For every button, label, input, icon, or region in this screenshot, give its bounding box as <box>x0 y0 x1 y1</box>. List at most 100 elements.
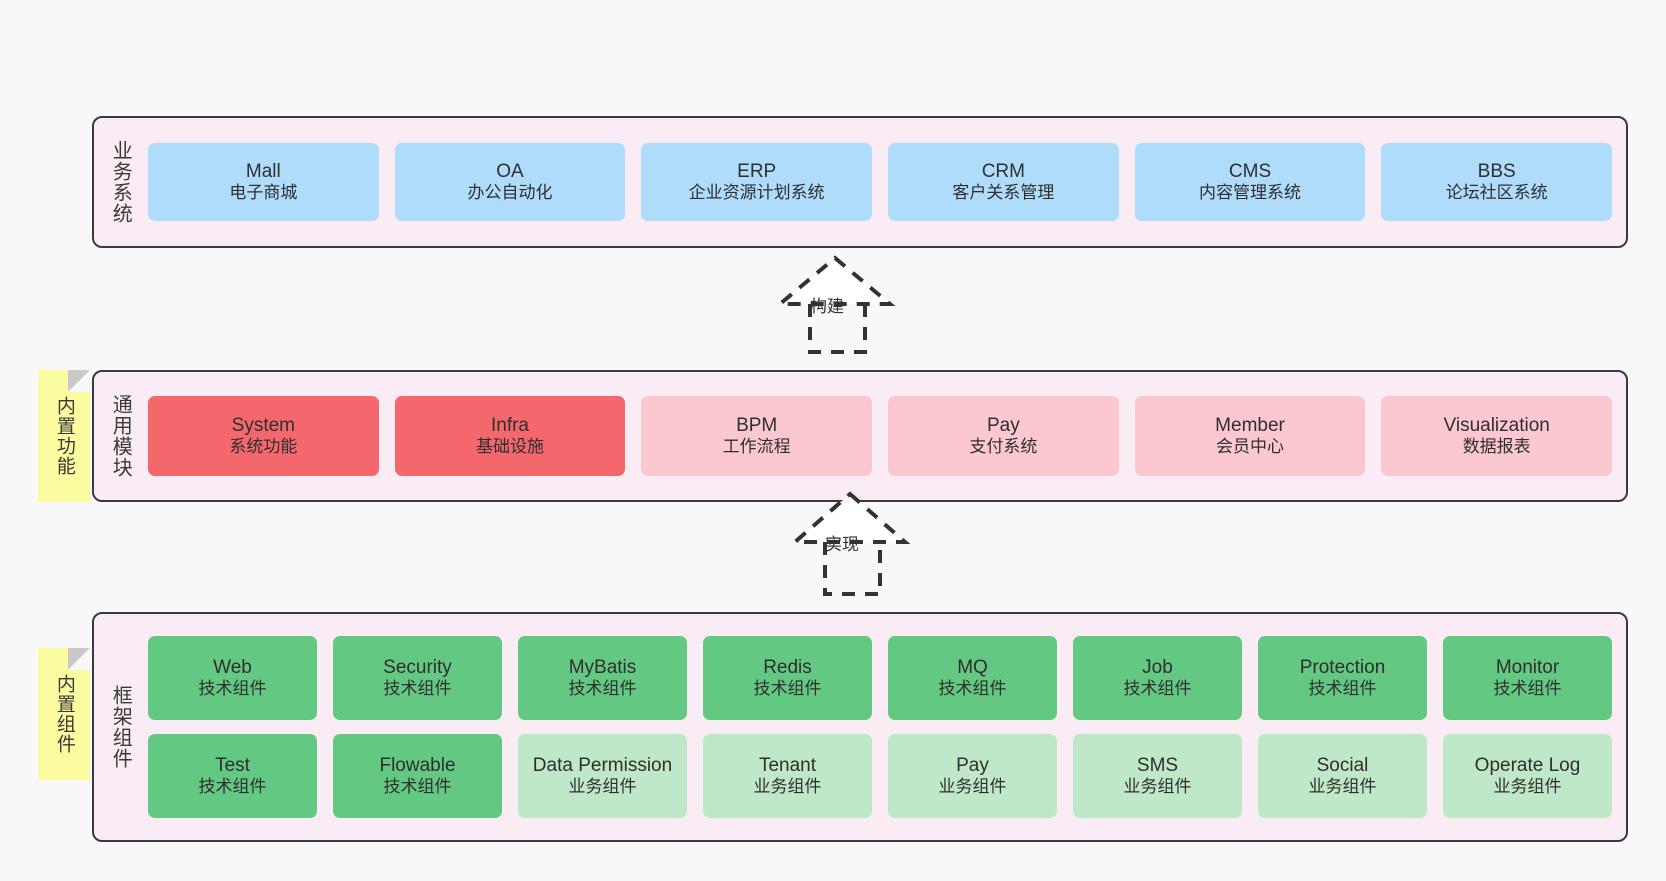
card-sms[interactable]: SMS 业务组件 <box>1073 734 1242 818</box>
card-subtitle: 业务组件 <box>1308 777 1377 797</box>
framework-cards-area: Web 技术组件 Security 技术组件 MyBatis 技术组件 Redi… <box>138 614 1626 840</box>
card-subtitle: 支付系统 <box>969 437 1038 457</box>
card-title: OA <box>496 161 524 183</box>
card-erp[interactable]: ERP 企业资源计划系统 <box>641 143 873 221</box>
note-builtin-components-label: 内置组件 <box>53 674 75 754</box>
card-subtitle: 会员中心 <box>1216 437 1285 457</box>
generalization-arrow-icon <box>774 255 896 354</box>
card-title: BBS <box>1477 161 1516 183</box>
card-pay-module[interactable]: Pay 支付系统 <box>888 396 1119 476</box>
card-cms[interactable]: CMS 内容管理系统 <box>1134 143 1366 221</box>
card-title: CRM <box>981 161 1025 183</box>
card-title: Test <box>215 755 250 777</box>
card-title: Tenant <box>758 755 817 777</box>
card-subtitle: 技术组件 <box>198 679 267 699</box>
card-subtitle: 技术组件 <box>753 679 822 699</box>
card-system[interactable]: System 系统功能 <box>148 396 379 476</box>
card-title: Redis <box>763 657 812 679</box>
connector-implement-label: 实现 <box>825 535 859 554</box>
connector-implement: 实现 <box>755 486 945 614</box>
card-mall[interactable]: Mall 电子商城 <box>148 143 379 221</box>
card-title: MQ <box>957 657 988 679</box>
card-operate-log[interactable]: Operate Log 业务组件 <box>1443 734 1612 818</box>
card-subtitle: 内容管理系统 <box>1199 183 1302 203</box>
card-subtitle: 技术组件 <box>383 777 452 797</box>
generalization-arrow-icon <box>789 491 911 596</box>
card-web[interactable]: Web 技术组件 <box>148 636 317 720</box>
layer-title-business: 业务系统 <box>109 140 132 224</box>
card-monitor[interactable]: Monitor 技术组件 <box>1443 636 1612 720</box>
card-crm[interactable]: CRM 客户关系管理 <box>888 143 1119 221</box>
framework-business-row: Test 技术组件 Flowable 技术组件 Data Permission … <box>148 734 1612 818</box>
card-title: Monitor <box>1495 657 1560 679</box>
business-cards-area: Mall 电子商城 OA 办公自动化 ERP 企业资源计划系统 CRM 客户关系… <box>138 118 1626 246</box>
card-subtitle: 技术组件 <box>568 679 637 699</box>
card-subtitle: 技术组件 <box>383 679 452 699</box>
card-infra[interactable]: Infra 基础设施 <box>394 396 626 476</box>
card-title: Social <box>1316 755 1369 777</box>
card-subtitle: 基础设施 <box>476 437 544 457</box>
card-title: System <box>231 415 296 437</box>
card-title: Mall <box>245 161 281 183</box>
card-title: Infra <box>490 415 530 437</box>
card-title: Job <box>1142 657 1173 679</box>
card-protection[interactable]: Protection 技术组件 <box>1258 636 1427 720</box>
layer-title-modules: 通用模块 <box>109 394 132 478</box>
card-title: SMS <box>1136 755 1179 777</box>
modules-cards-area: System 系统功能 Infra 基础设施 BPM 工作流程 Pay 支付系统… <box>138 372 1626 500</box>
layer-business-systems: 业务系统 Mall 电子商城 OA 办公自动化 ERP 企业资源计划系统 CRM… <box>92 116 1628 248</box>
connector-build-label: 构建 <box>810 297 844 316</box>
layer-common-modules: 通用模块 System 系统功能 Infra 基础设施 BPM 工作流程 Pay… <box>92 370 1628 502</box>
framework-tech-row: Web 技术组件 Security 技术组件 MyBatis 技术组件 Redi… <box>148 636 1612 720</box>
card-subtitle: 技术组件 <box>1123 679 1192 699</box>
card-tenant[interactable]: Tenant 业务组件 <box>703 734 872 818</box>
business-card-row: Mall 电子商城 OA 办公自动化 ERP 企业资源计划系统 CRM 客户关系… <box>148 143 1613 221</box>
card-flowable[interactable]: Flowable 技术组件 <box>333 734 502 818</box>
layer-framework-components: 框架组件 Web 技术组件 Security 技术组件 MyBatis 技术组件… <box>92 612 1628 842</box>
card-subtitle: 技术组件 <box>1493 679 1562 699</box>
card-subtitle: 业务组件 <box>568 777 637 797</box>
card-job[interactable]: Job 技术组件 <box>1073 636 1242 720</box>
card-pay-component[interactable]: Pay 业务组件 <box>888 734 1057 818</box>
card-title: ERP <box>737 161 777 183</box>
card-subtitle: 技术组件 <box>938 679 1007 699</box>
card-visualization[interactable]: Visualization 数据报表 <box>1381 396 1613 476</box>
card-mq[interactable]: MQ 技术组件 <box>888 636 1057 720</box>
card-subtitle: 客户关系管理 <box>952 183 1055 203</box>
card-title: Operate Log <box>1474 755 1581 777</box>
card-subtitle: 技术组件 <box>198 777 267 797</box>
card-data-permission[interactable]: Data Permission 业务组件 <box>518 734 687 818</box>
card-subtitle: 技术组件 <box>1308 679 1377 699</box>
card-title: Flowable <box>379 755 456 777</box>
card-subtitle: 业务组件 <box>1493 777 1562 797</box>
card-subtitle: 系统功能 <box>229 437 298 457</box>
note-builtin-features: 内置功能 <box>38 370 90 502</box>
card-title: Protection <box>1299 657 1386 679</box>
card-title: Member <box>1215 415 1285 437</box>
card-social[interactable]: Social 业务组件 <box>1258 734 1427 818</box>
card-subtitle: 业务组件 <box>1123 777 1192 797</box>
card-bbs[interactable]: BBS 论坛社区系统 <box>1381 143 1613 221</box>
card-redis[interactable]: Redis 技术组件 <box>703 636 872 720</box>
connector-build: 构建 <box>740 252 930 372</box>
card-subtitle: 企业资源计划系统 <box>688 183 825 203</box>
card-member[interactable]: Member 会员中心 <box>1134 396 1366 476</box>
card-title: Pay <box>986 415 1020 437</box>
card-subtitle: 业务组件 <box>938 777 1007 797</box>
card-subtitle: 论坛社区系统 <box>1445 183 1548 203</box>
card-title: BPM <box>736 415 778 437</box>
card-title: Security <box>383 657 452 679</box>
modules-card-row: System 系统功能 Infra 基础设施 BPM 工作流程 Pay 支付系统… <box>148 396 1613 476</box>
card-mybatis[interactable]: MyBatis 技术组件 <box>518 636 687 720</box>
card-title: MyBatis <box>568 657 637 679</box>
card-subtitle: 业务组件 <box>753 777 822 797</box>
card-test[interactable]: Test 技术组件 <box>148 734 317 818</box>
card-subtitle: 工作流程 <box>722 437 791 457</box>
card-title: CMS <box>1228 161 1272 183</box>
card-security[interactable]: Security 技术组件 <box>333 636 502 720</box>
note-builtin-features-label: 内置功能 <box>53 396 75 476</box>
layer-title-framework: 框架组件 <box>109 685 132 769</box>
card-bpm[interactable]: BPM 工作流程 <box>641 396 873 476</box>
card-oa[interactable]: OA 办公自动化 <box>394 143 626 221</box>
